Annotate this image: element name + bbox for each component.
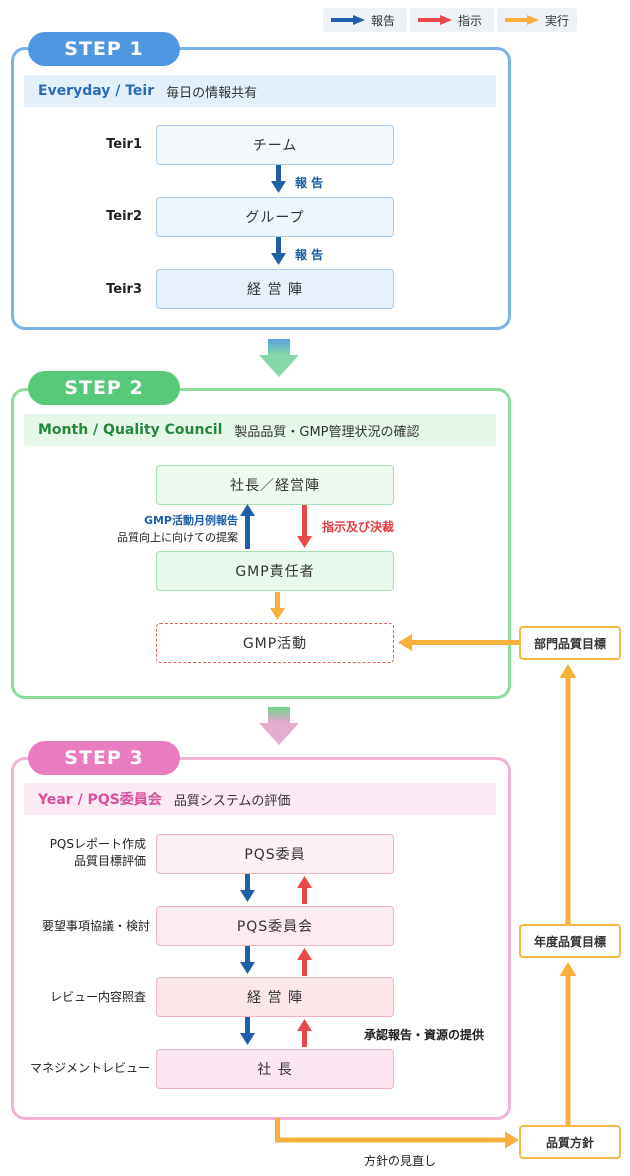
down-label-instruct: 指示及び決裁	[322, 520, 395, 534]
policy-to-annual-goal-arrow	[559, 962, 577, 1125]
step1-to-step2-arrow	[259, 339, 299, 377]
step1-row-label: Teir3	[106, 282, 142, 297]
instruct-arrow-icon	[418, 15, 452, 25]
approval-note: 承認報告・資源の提供	[364, 1028, 485, 1042]
step2-header: Month / Quality Council 製品品質・GMP管理状況の確認	[24, 414, 496, 446]
annual-goal-to-dept-goal-arrow	[559, 664, 577, 924]
step2-title: Month / Quality Council	[38, 422, 223, 438]
step2-desc: 製品品質・GMP管理状況の確認	[234, 424, 420, 440]
report-label: 報 告	[295, 248, 324, 262]
policy-review-label: 方針の見直し	[364, 1154, 437, 1168]
step3-row-label: レビュー内容照査	[49, 990, 146, 1004]
legend-execute: 実行	[497, 8, 577, 32]
report-arrow-icon	[331, 15, 365, 25]
legend-instruct: 指示	[410, 8, 494, 32]
down-instruct-arrow-icon	[297, 505, 312, 548]
node-management: 経 営 陣	[156, 269, 394, 309]
node-president: 社 長	[156, 1049, 394, 1089]
step3-row-label: 要望事項協議・検討	[41, 919, 150, 933]
instruct-arrow-icon	[297, 948, 312, 976]
execute-arrow-icon	[505, 15, 539, 25]
step1-header: Everyday / Teir 毎日の情報共有	[24, 75, 496, 107]
instruct-arrow-icon	[297, 1019, 312, 1047]
execute-arrow-icon	[270, 592, 285, 620]
node-president-management: 社長／経営陣	[156, 465, 394, 505]
step3-title: Year / PQS委員会	[38, 792, 162, 808]
step1-badge: STEP 1	[28, 32, 180, 66]
legend-report: 報告	[323, 8, 407, 32]
dept-goal-to-gmp-arrow	[398, 634, 519, 651]
quality-policy-box: 品質方針	[519, 1125, 621, 1159]
step3-row-label: 品質目標評価	[73, 854, 146, 868]
dept-quality-goal-box: 部門品質目標	[519, 626, 621, 660]
step2-to-step3-arrow	[259, 707, 299, 745]
up-report-arrow-icon	[240, 504, 255, 549]
up-label-proposal: 品質向上に向けての提案	[117, 531, 238, 544]
step3-desc: 品質システムの評価	[173, 793, 291, 809]
step2-badge: STEP 2	[28, 371, 180, 405]
report-label: 報 告	[295, 176, 324, 190]
legend-instruct-label: 指示	[458, 13, 483, 28]
node-pqs-committee: PQS委員会	[156, 906, 394, 946]
step1-row-label: Teir2	[106, 209, 142, 224]
report-arrow-icon	[240, 1017, 255, 1045]
step1-row-label: Teir1	[106, 137, 142, 152]
report-arrow-icon	[271, 165, 286, 193]
step3-row-label: PQSレポート作成	[49, 837, 146, 851]
node-gmp-activity: GMP活動	[156, 623, 394, 663]
step1-title: Everyday / Teir	[38, 83, 155, 99]
up-label-report: GMP活動月例報告	[143, 514, 238, 527]
instruct-arrow-icon	[297, 876, 312, 904]
policy-review-arrow	[275, 1118, 519, 1149]
report-arrow-icon	[271, 237, 286, 265]
report-arrow-icon	[240, 946, 255, 974]
node-group: グループ	[156, 197, 394, 237]
node-pqs-member: PQS委員	[156, 834, 394, 874]
step3-badge: STEP 3	[28, 741, 180, 775]
step3-row-label: マネジメントレビュー	[29, 1061, 150, 1075]
report-arrow-icon	[240, 874, 255, 902]
step3-header: Year / PQS委員会 品質システムの評価	[24, 783, 496, 815]
legend-execute-label: 実行	[545, 13, 570, 28]
node-management-3: 経 営 陣	[156, 977, 394, 1017]
annual-quality-goal-box: 年度品質目標	[519, 924, 621, 958]
legend-report-label: 報告	[371, 13, 396, 28]
step1-desc: 毎日の情報共有	[166, 85, 258, 101]
node-gmp-manager: GMP責任者	[156, 551, 394, 591]
node-team: チーム	[156, 125, 394, 165]
